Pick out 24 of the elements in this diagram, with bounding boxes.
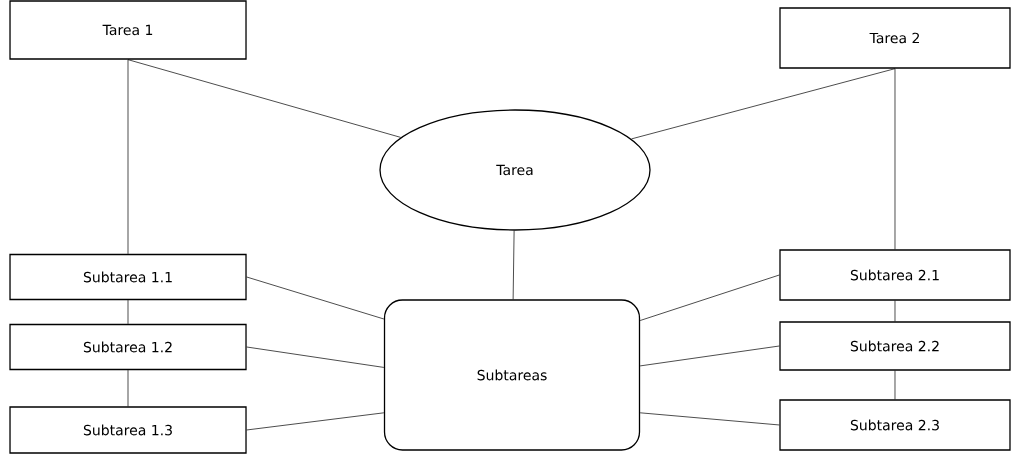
task-box: Tarea 2: [779, 7, 1011, 69]
task-box: Subtarea 2.2: [779, 321, 1011, 371]
task-box: Subtarea 1.1: [9, 253, 247, 301]
connector-line: [894, 68, 896, 250]
connector-line: [246, 412, 385, 431]
connector-line: [639, 345, 780, 367]
connector-line: [246, 346, 385, 368]
connector-line: [127, 59, 401, 138]
connector-line: [246, 276, 385, 320]
connector-line: [639, 412, 780, 426]
connector-line: [631, 68, 896, 140]
task-box: Tarea 1: [9, 0, 247, 60]
task-box: Subtarea 1.2: [9, 323, 247, 371]
task-box: Subtarea 2.1: [779, 249, 1011, 301]
connector-line: [127, 369, 129, 407]
subtask-group-box: Subtareas: [383, 299, 641, 451]
connector-line: [894, 370, 896, 400]
connector-line: [894, 300, 896, 322]
connector-line: [512, 230, 515, 300]
task-box: Subtarea 2.3: [779, 399, 1011, 451]
connector-line: [127, 299, 129, 325]
connector-line: [127, 59, 129, 255]
connector-line: [639, 274, 780, 321]
task-box: Subtarea 1.3: [9, 406, 247, 454]
